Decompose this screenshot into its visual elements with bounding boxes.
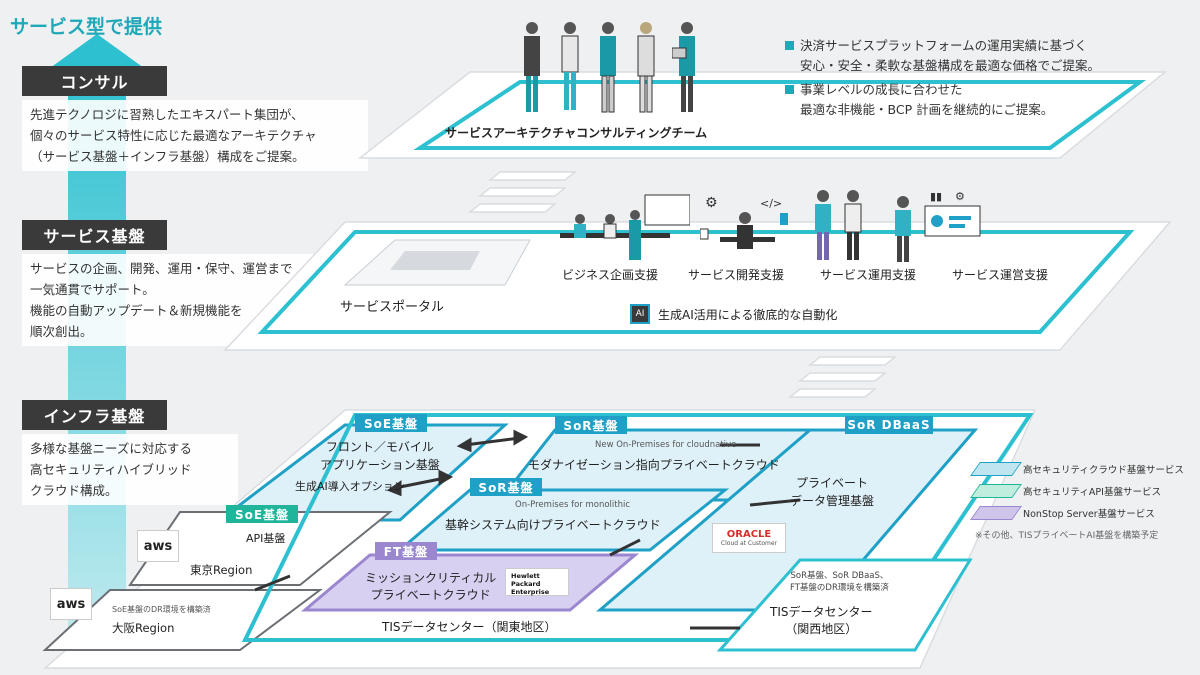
sor-mid-chip: SoR基盤 <box>470 478 542 496</box>
legend-label-cloud: 高セキュリティクラウド基盤サービス <box>1023 465 1184 476</box>
person-icon <box>637 22 655 113</box>
support-service-development: サービス開発支援 <box>688 268 785 282</box>
meeting-scene-icon <box>560 194 690 260</box>
kansai-dr-note: SoR基盤、SoR DBaaS、 FT基盤のDR環境を構築済 <box>790 571 889 593</box>
support-business-planning: ビジネス企画支援 <box>562 268 659 282</box>
svg-text:▮▮: ▮▮ <box>930 190 942 203</box>
soe-top-label: フロント／モバイル アプリケーション基盤 <box>320 440 440 472</box>
upward-arrow-head <box>50 34 144 68</box>
person-icon <box>524 22 540 112</box>
soe-low-label: API基盤 <box>246 532 286 545</box>
operators-icon <box>815 190 862 260</box>
developer-scene-icon: ⚙ </> <box>700 195 788 249</box>
consul-bullet-1: 決済サービスプラットフォームの運用実績に基づく 安心・安全・柔軟な基盤構成を最適… <box>800 38 1101 73</box>
sor-mid-box <box>395 488 730 552</box>
consultant-team-figures <box>520 20 702 115</box>
consul-plane-outline <box>413 80 1147 150</box>
aws-logo-tokyo: aws <box>137 530 179 562</box>
tis-kansai-label: TISデータセンター （関西地区） <box>770 605 873 636</box>
consul-desc: 先進テクノロジに習熟したエキスパート集団が、 個々のサービス特性に応じた最適なア… <box>22 100 368 171</box>
sor-top-chip: SoR基盤 <box>555 416 627 434</box>
sor-mid-label: 基幹システム向けプライベートクラウド <box>445 518 661 532</box>
sor-top-label: モダナイゼーション指向プライベートクラウド <box>528 458 780 472</box>
service-plane-outline <box>257 230 1135 334</box>
sor-dbaas-label: プライベート データ管理基盤 <box>790 476 875 508</box>
infra-tag: インフラ基盤 <box>22 400 167 430</box>
support-service-operation: サービス運用支援 <box>820 268 917 282</box>
sor-top-sub: New On-Premises for cloudnative <box>595 440 737 450</box>
ft-label: ミッションクリティカル プライベートクラウド <box>365 571 497 602</box>
sor-mid-sub: On-Premises for monolithic <box>515 500 631 510</box>
oracle-logo-sub: Cloud at Customer <box>720 540 778 547</box>
page-title: サービス型で提供 <box>10 16 163 38</box>
svg-text:</>: </> <box>760 197 782 210</box>
legend-label-nonstop: NonStop Server基盤サービス <box>1023 509 1155 520</box>
soe-top-box <box>215 423 509 522</box>
bullet-square-icon <box>785 85 794 94</box>
soe-top-chip: SoE基盤 <box>355 414 427 432</box>
ft-chip: FT基盤 <box>375 542 437 560</box>
infra-desc: 多様な基盤ニーズに対応する 高セキュリティハイブリッド クラウド構成。 <box>22 434 238 505</box>
legend-note: ※その他、TISプライベートAI基盤を構築予定 <box>975 531 1159 541</box>
ai-chip-icon: AI <box>630 304 650 324</box>
consul-plane <box>357 71 1168 159</box>
hpe-logo: Hewlett Packard Enterprise <box>505 568 569 596</box>
legend-item-cloud: 高セキュリティクラウド基盤サービス <box>970 462 1184 476</box>
gen-ai-option-label: 生成AI導入オプション <box>295 480 405 493</box>
person-icon <box>600 22 616 113</box>
tis-kanto-label: TISデータセンター（関東地区） <box>382 620 557 634</box>
support-service-management: サービス運営支援 <box>952 268 1049 282</box>
consul-bullet-2: 事業レベルの成長に合わせた 最適な非機能・BCP 計画を継続的にご提案。 <box>800 82 1054 117</box>
legend-item-nonstop: NonStop Server基盤サービス <box>970 506 1184 520</box>
legend: 高セキュリティクラウド基盤サービス 高セキュリティAPI基盤サービス NonSt… <box>970 462 1184 541</box>
osaka-region-box <box>42 589 323 651</box>
svg-text:⚙: ⚙ <box>705 195 718 211</box>
aws-logo-osaka: aws <box>50 588 92 620</box>
legend-item-api: 高セキュリティAPI基盤サービス <box>970 484 1184 498</box>
person-with-laptop-icon <box>672 22 695 112</box>
oracle-logo-text: ORACLE <box>726 529 772 540</box>
bullet-square-icon <box>785 41 794 50</box>
oracle-logo: ORACLE Cloud at Customer <box>712 523 786 553</box>
svg-text:⚙: ⚙ <box>955 190 965 203</box>
consul-bullets: 決済サービスプラットフォームの運用実績に基づく 安心・安全・柔軟な基盤構成を最適… <box>785 36 1100 120</box>
osaka-dr-note: SoE基盤のDR環境を構築済 <box>112 605 211 614</box>
consul-team-label: サービスアーキテクチャコンサルティングチーム <box>445 126 708 140</box>
service-portal-label: サービスポータル <box>340 300 445 315</box>
service-tag: サービス基盤 <box>22 220 167 250</box>
service-team-figures: ⚙ </> ▮▮ ⚙ <box>560 188 985 263</box>
ai-automation-label: 生成AI活用による徹底的な自動化 <box>658 307 838 322</box>
tis-kansai-box <box>716 558 973 652</box>
legend-label-api: 高セキュリティAPI基盤サービス <box>1023 487 1161 498</box>
ai-automation: AI 生成AI活用による徹底的な自動化 <box>630 304 837 324</box>
soe-low-chip: SoE基盤 <box>226 505 298 523</box>
analytics-scene-icon: ▮▮ ⚙ <box>895 190 981 262</box>
service-desc: サービスの企画、開発、運用・保守、運営まで 一気通貫でサポート。 機能の自動アッ… <box>22 254 318 346</box>
tokyo-region-label: 東京Region <box>190 563 253 577</box>
person-icon <box>561 22 579 110</box>
consul-tag: コンサル <box>22 66 167 96</box>
osaka-region-label: 大阪Region <box>112 621 175 635</box>
sor-dbaas-chip: SoR DBaaS <box>845 416 933 434</box>
